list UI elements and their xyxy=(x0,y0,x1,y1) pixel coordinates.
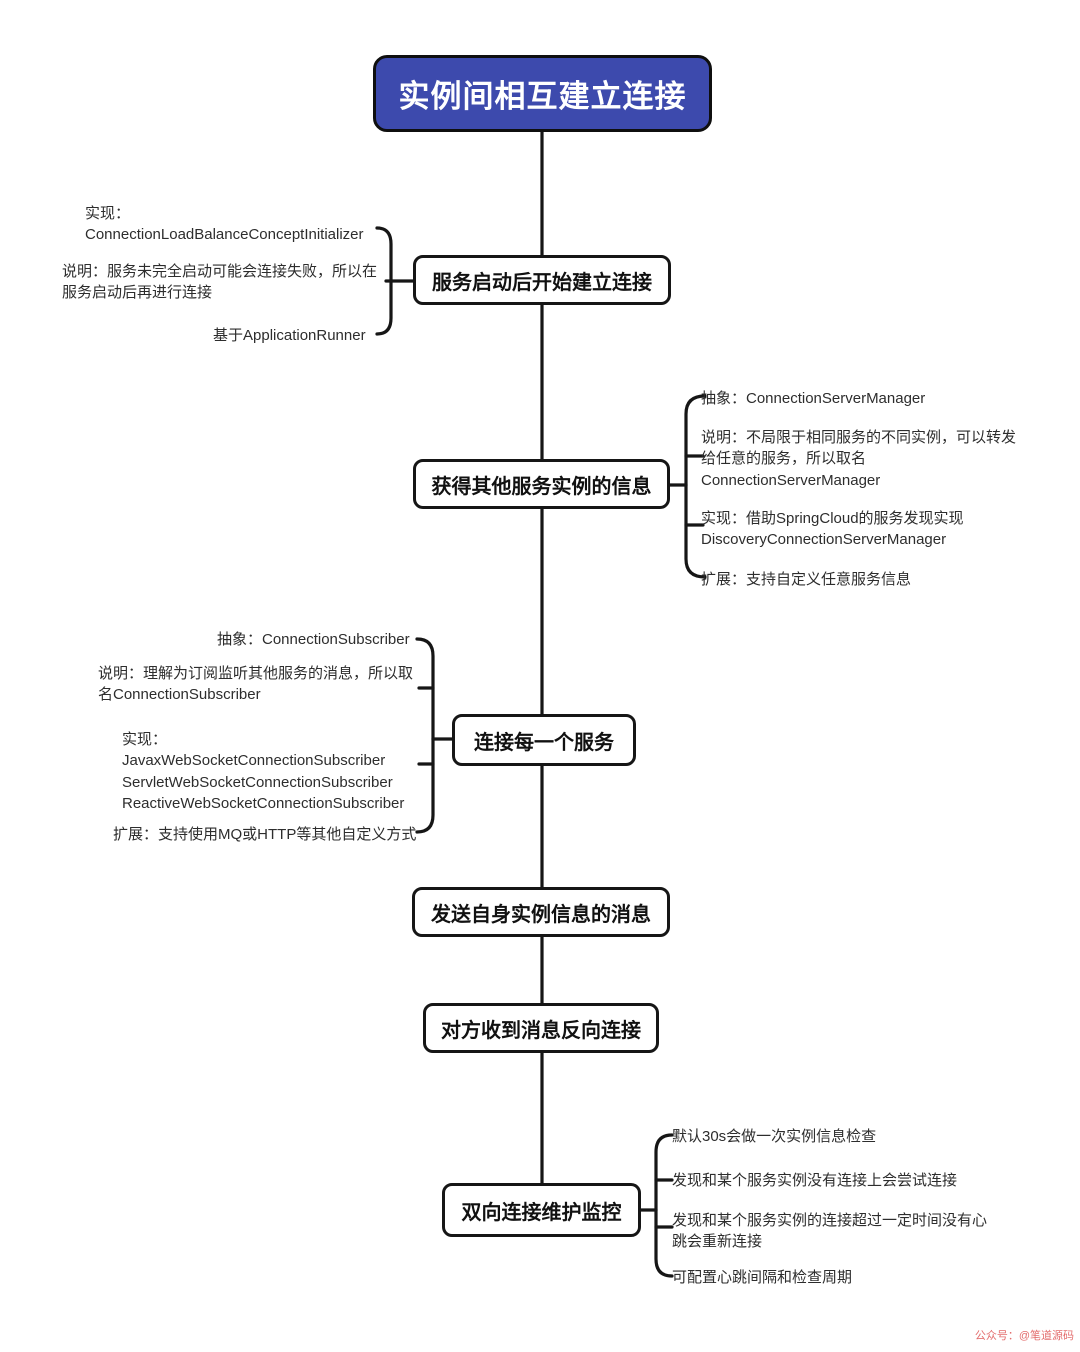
bracket-monitor xyxy=(639,1133,674,1278)
node-connect-each-service: 连接每一个服务 xyxy=(452,714,636,766)
annotation-info-note: 说明：不局限于相同服务的不同实例，可以转发 给任意的服务，所以取名 Connec… xyxy=(701,429,1017,489)
node-send-self-info: 发送自身实例信息的消息 xyxy=(412,887,670,937)
bracket-connect-each xyxy=(415,637,454,834)
annotation-start-note: 说明：服务未完全启动可能会连接失败，所以在 服务启动后再进行连接 xyxy=(62,263,378,302)
annotation-monitor-check: 默认30s会做一次实例信息检查 xyxy=(672,1128,877,1145)
annotation-subscribe-abstract: 抽象：ConnectionSubscriber xyxy=(217,631,410,648)
annotation-subscribe-note: 说明：理解为订阅监听其他服务的消息，所以取 名ConnectionSubscri… xyxy=(98,665,414,704)
node-service-start: 服务启动后开始建立连接 xyxy=(413,255,671,305)
watermark-text: 公众号：@笔道源码 xyxy=(974,1330,1074,1342)
annotation-start-impl: 实现： ConnectionLoadBalanceConceptInitiali… xyxy=(85,205,364,244)
node-label: 服务启动后开始建立连接 xyxy=(432,271,652,294)
annotation-info-extend: 扩展：支持自定义任意服务信息 xyxy=(701,571,912,588)
root-node-title: 实例间相互建立连接 xyxy=(373,55,712,132)
annotation-info-abstract: 抽象：ConnectionServerManager xyxy=(701,390,926,407)
annotation-monitor-heartbeat: 发现和某个服务实例的连接超过一定时间没有心 跳会重新连接 xyxy=(672,1212,988,1251)
annotation-subscribe-impl: 实现： JavaxWebSocketConnectionSubscriber S… xyxy=(122,731,405,812)
annotation-start-basis: 基于ApplicationRunner xyxy=(213,327,366,344)
node-label: 获得其他服务实例的信息 xyxy=(431,475,652,498)
bracket-instance-info xyxy=(668,394,707,579)
annotation-monitor-config: 可配置心跳间隔和检查周期 xyxy=(672,1269,853,1286)
root-node-label: 实例间相互建立连接 xyxy=(398,79,687,114)
annotation-info-impl: 实现：借助SpringCloud的服务发现实现 DiscoveryConnect… xyxy=(701,510,964,549)
node-label: 发送自身实例信息的消息 xyxy=(431,903,651,926)
node-label: 对方收到消息反向连接 xyxy=(441,1019,641,1042)
node-get-instance-info: 获得其他服务实例的信息 xyxy=(413,459,670,509)
node-label: 双向连接维护监控 xyxy=(461,1201,622,1224)
node-reverse-connect: 对方收到消息反向连接 xyxy=(423,1003,659,1053)
bracket-service-start xyxy=(375,226,415,336)
annotation-subscribe-extend: 扩展：支持使用MQ或HTTP等其他自定义方式 xyxy=(113,826,417,843)
node-label: 连接每一个服务 xyxy=(474,731,614,754)
annotation-monitor-retry: 发现和某个服务实例没有连接上会尝试连接 xyxy=(672,1172,958,1189)
node-monitor: 双向连接维护监控 xyxy=(442,1183,641,1237)
